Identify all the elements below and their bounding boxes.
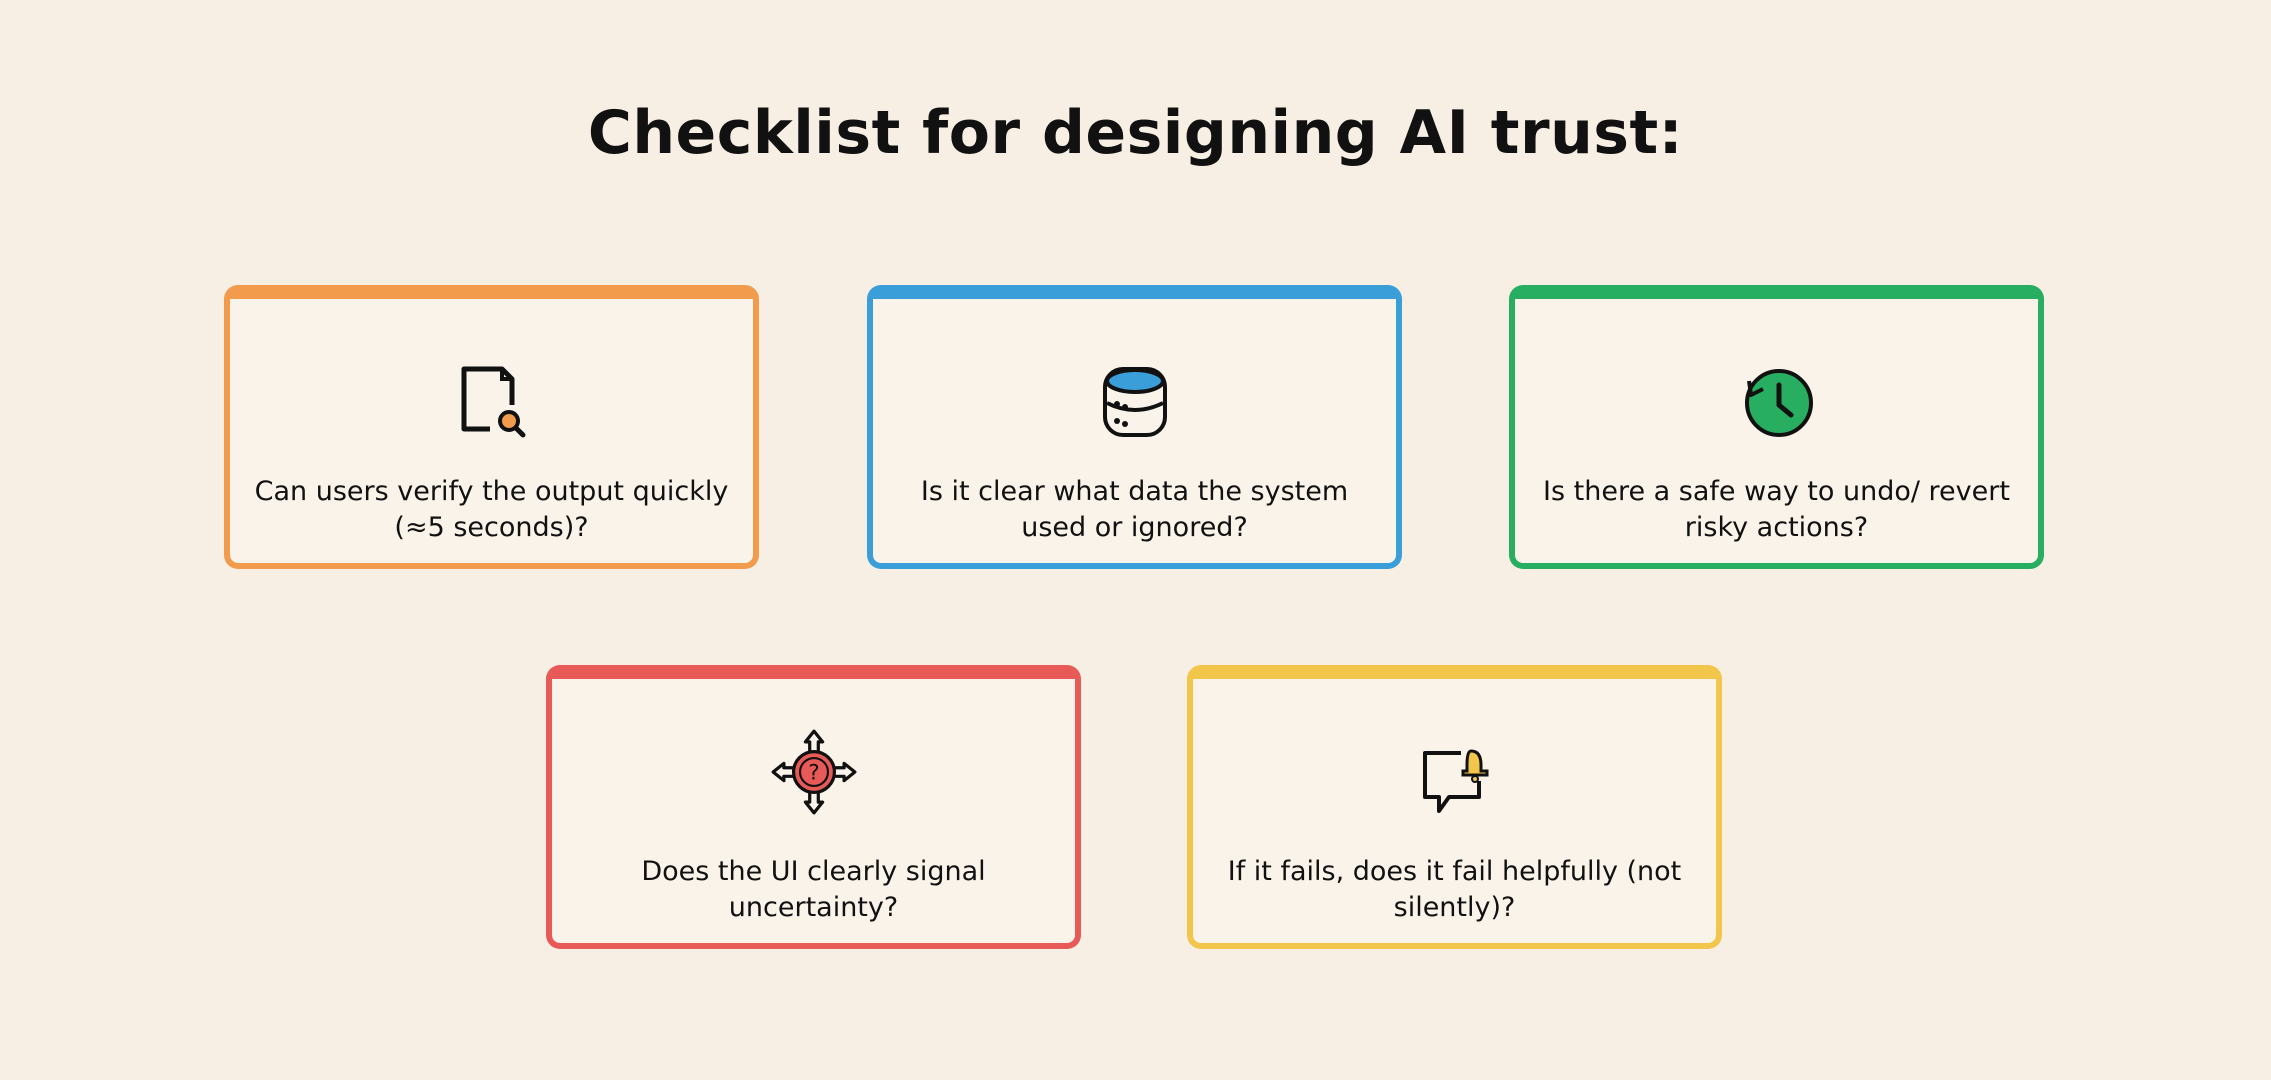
checklist-card-failure: If it fails, does it fail helpfully (not… (1187, 665, 1722, 949)
database-icon (1102, 367, 1167, 437)
card-text: Is there a safe way to undo/ revert risk… (1543, 476, 2010, 543)
history-clock-icon (1744, 369, 1813, 437)
checklist-card-undo: Is there a safe way to undo/ revert risk… (1509, 285, 2044, 569)
card-text: If it fails, does it fail helpfully (not… (1227, 856, 1682, 923)
card-text: Does the UI clearly signal uncertainty? (641, 856, 986, 923)
checklist-card-data: Is it clear what data the system used or… (867, 285, 1402, 569)
checklist-card-uncertainty: ? Does the UI clearly signal uncertainty… (546, 665, 1081, 949)
card-text: Is it clear what data the system used or… (920, 476, 1349, 543)
page-title: Checklist for designing AI trust: (587, 98, 1684, 168)
checklist-card-verify: Can users verify the output quickly (≈5 … (224, 285, 759, 569)
svg-text:?: ? (808, 761, 819, 786)
card-text: Can users verify the output quickly (≈5 … (254, 476, 729, 543)
document-search-icon (461, 366, 525, 438)
chat-bell-icon (1422, 749, 1488, 813)
question-arrows-icon: ? (771, 729, 856, 815)
